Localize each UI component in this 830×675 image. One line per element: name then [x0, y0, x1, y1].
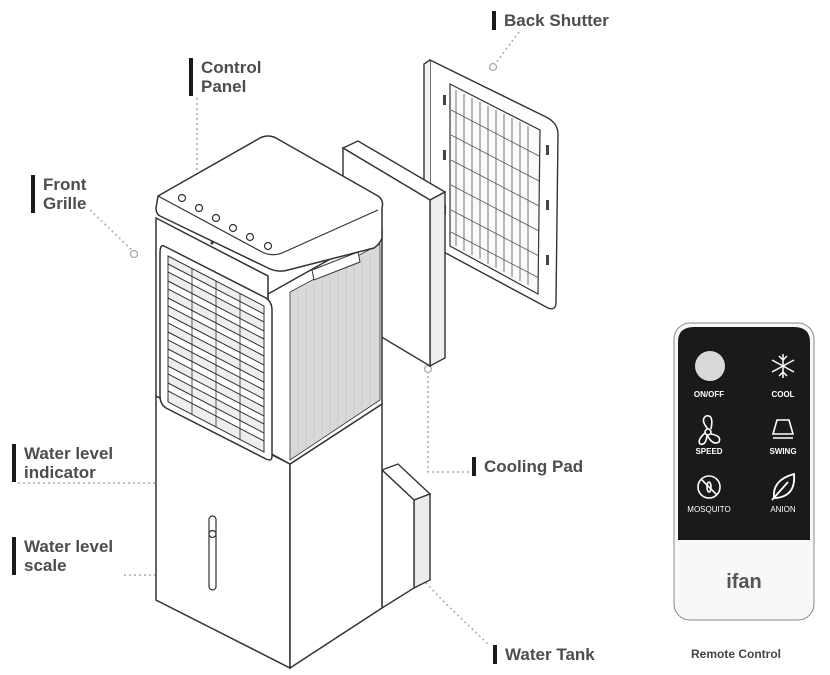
label-text: Cooling Pad: [484, 457, 584, 476]
fan-icon: [698, 414, 721, 446]
power-button-icon: [695, 351, 725, 381]
remote-button-label: COOL: [771, 390, 794, 399]
label-text: Panel: [201, 77, 247, 96]
label-text: Water level: [24, 537, 114, 556]
label-water-level-indicator: Water level indicator: [12, 444, 113, 482]
back-shutter-part: [423, 58, 559, 310]
swing-icon: [771, 419, 795, 439]
label-water-tank: Water Tank: [493, 645, 595, 664]
label-control-panel: Control Panel: [189, 58, 261, 96]
label-front-grille: Front Grille: [31, 175, 86, 213]
remote-button-label: ON/OFF: [694, 390, 724, 399]
remote-button-label: ANION: [770, 505, 796, 514]
label-text: Front: [43, 175, 87, 194]
air-cooler-body: [155, 135, 384, 670]
water-tank-part: [380, 463, 432, 610]
water-level-indicator-float: [208, 529, 217, 539]
label-text: Grille: [43, 194, 87, 213]
remote-button-label: SPEED: [695, 447, 722, 456]
label-text: indicator: [24, 463, 96, 482]
remote-control-caption: Remote Control: [691, 647, 781, 661]
leaf-icon: [771, 472, 796, 501]
remote-button-label: SWING: [769, 447, 796, 456]
remote-button-label: MOSQUITO: [687, 505, 730, 514]
snowflake-icon: [771, 354, 795, 378]
control-panel-buttons: [177, 193, 273, 251]
label-text: Water Tank: [505, 645, 595, 664]
water-level-scale-window: [208, 515, 217, 591]
label-text: Back Shutter: [504, 11, 609, 30]
label-text: scale: [24, 556, 67, 575]
mosquito-icon: [697, 475, 721, 499]
label-back-shutter: Back Shutter: [492, 11, 609, 30]
remote-control: ON/OFF COOL SPEED SWING MOSQUITO ANION i…: [673, 322, 815, 621]
label-text: Water level: [24, 444, 114, 463]
label-cooling-pad: Cooling Pad: [472, 457, 583, 476]
label-text: Control: [201, 58, 262, 77]
remote-brand-logo: ifan: [726, 571, 762, 593]
label-water-level-scale: Water level scale: [12, 537, 113, 575]
